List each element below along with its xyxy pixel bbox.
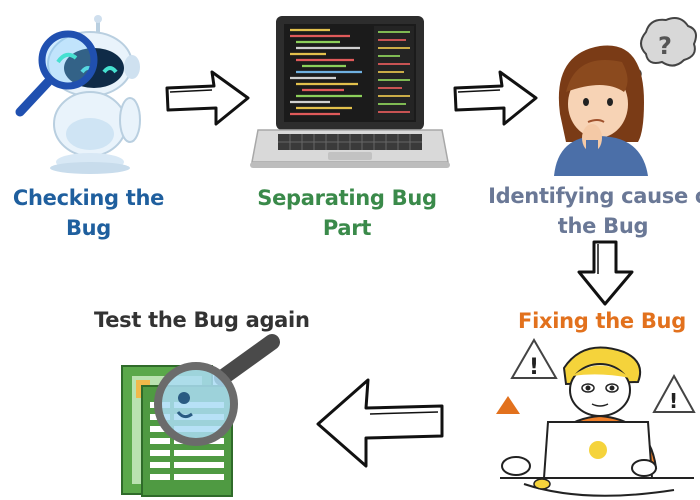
document-magnifier-icon <box>121 334 280 497</box>
arrow-left-icon <box>316 378 444 468</box>
step-3-label: Identifying cause of the Bug <box>488 181 700 241</box>
step-1-label-line2: Bug <box>65 216 112 240</box>
laptop-code-icon <box>250 16 450 168</box>
step-1-label: Checking the Bug <box>6 183 171 243</box>
arrow-right-icon <box>453 70 538 126</box>
svg-text:?: ? <box>658 32 672 60</box>
thinking-person-icon: ? <box>554 17 697 176</box>
arrow-right-icon <box>165 70 250 126</box>
step-5-label: Test the Bug again <box>94 305 310 335</box>
step-5-label-line1: Test the Bug again <box>94 308 310 332</box>
step-2-label-line2: Part <box>322 216 372 240</box>
step-3-label-line1: Identifying cause of <box>488 184 700 208</box>
svg-text:!: ! <box>669 389 678 413</box>
developer-laptop-icon: ! ! <box>496 338 696 497</box>
step-1-label-line1: Checking the <box>12 186 165 210</box>
step-3-label-line2: the Bug <box>557 214 649 238</box>
step-4-label: Fixing the Bug <box>516 306 688 336</box>
step-2-label: Separating Bug Part <box>252 183 442 243</box>
step-2-label-line1: Separating Bug <box>257 186 437 210</box>
robot-magnifier-icon <box>15 15 141 174</box>
step-4-label-line1: Fixing the Bug <box>518 309 686 333</box>
svg-text:!: ! <box>529 355 539 380</box>
arrow-down-icon <box>577 240 634 306</box>
